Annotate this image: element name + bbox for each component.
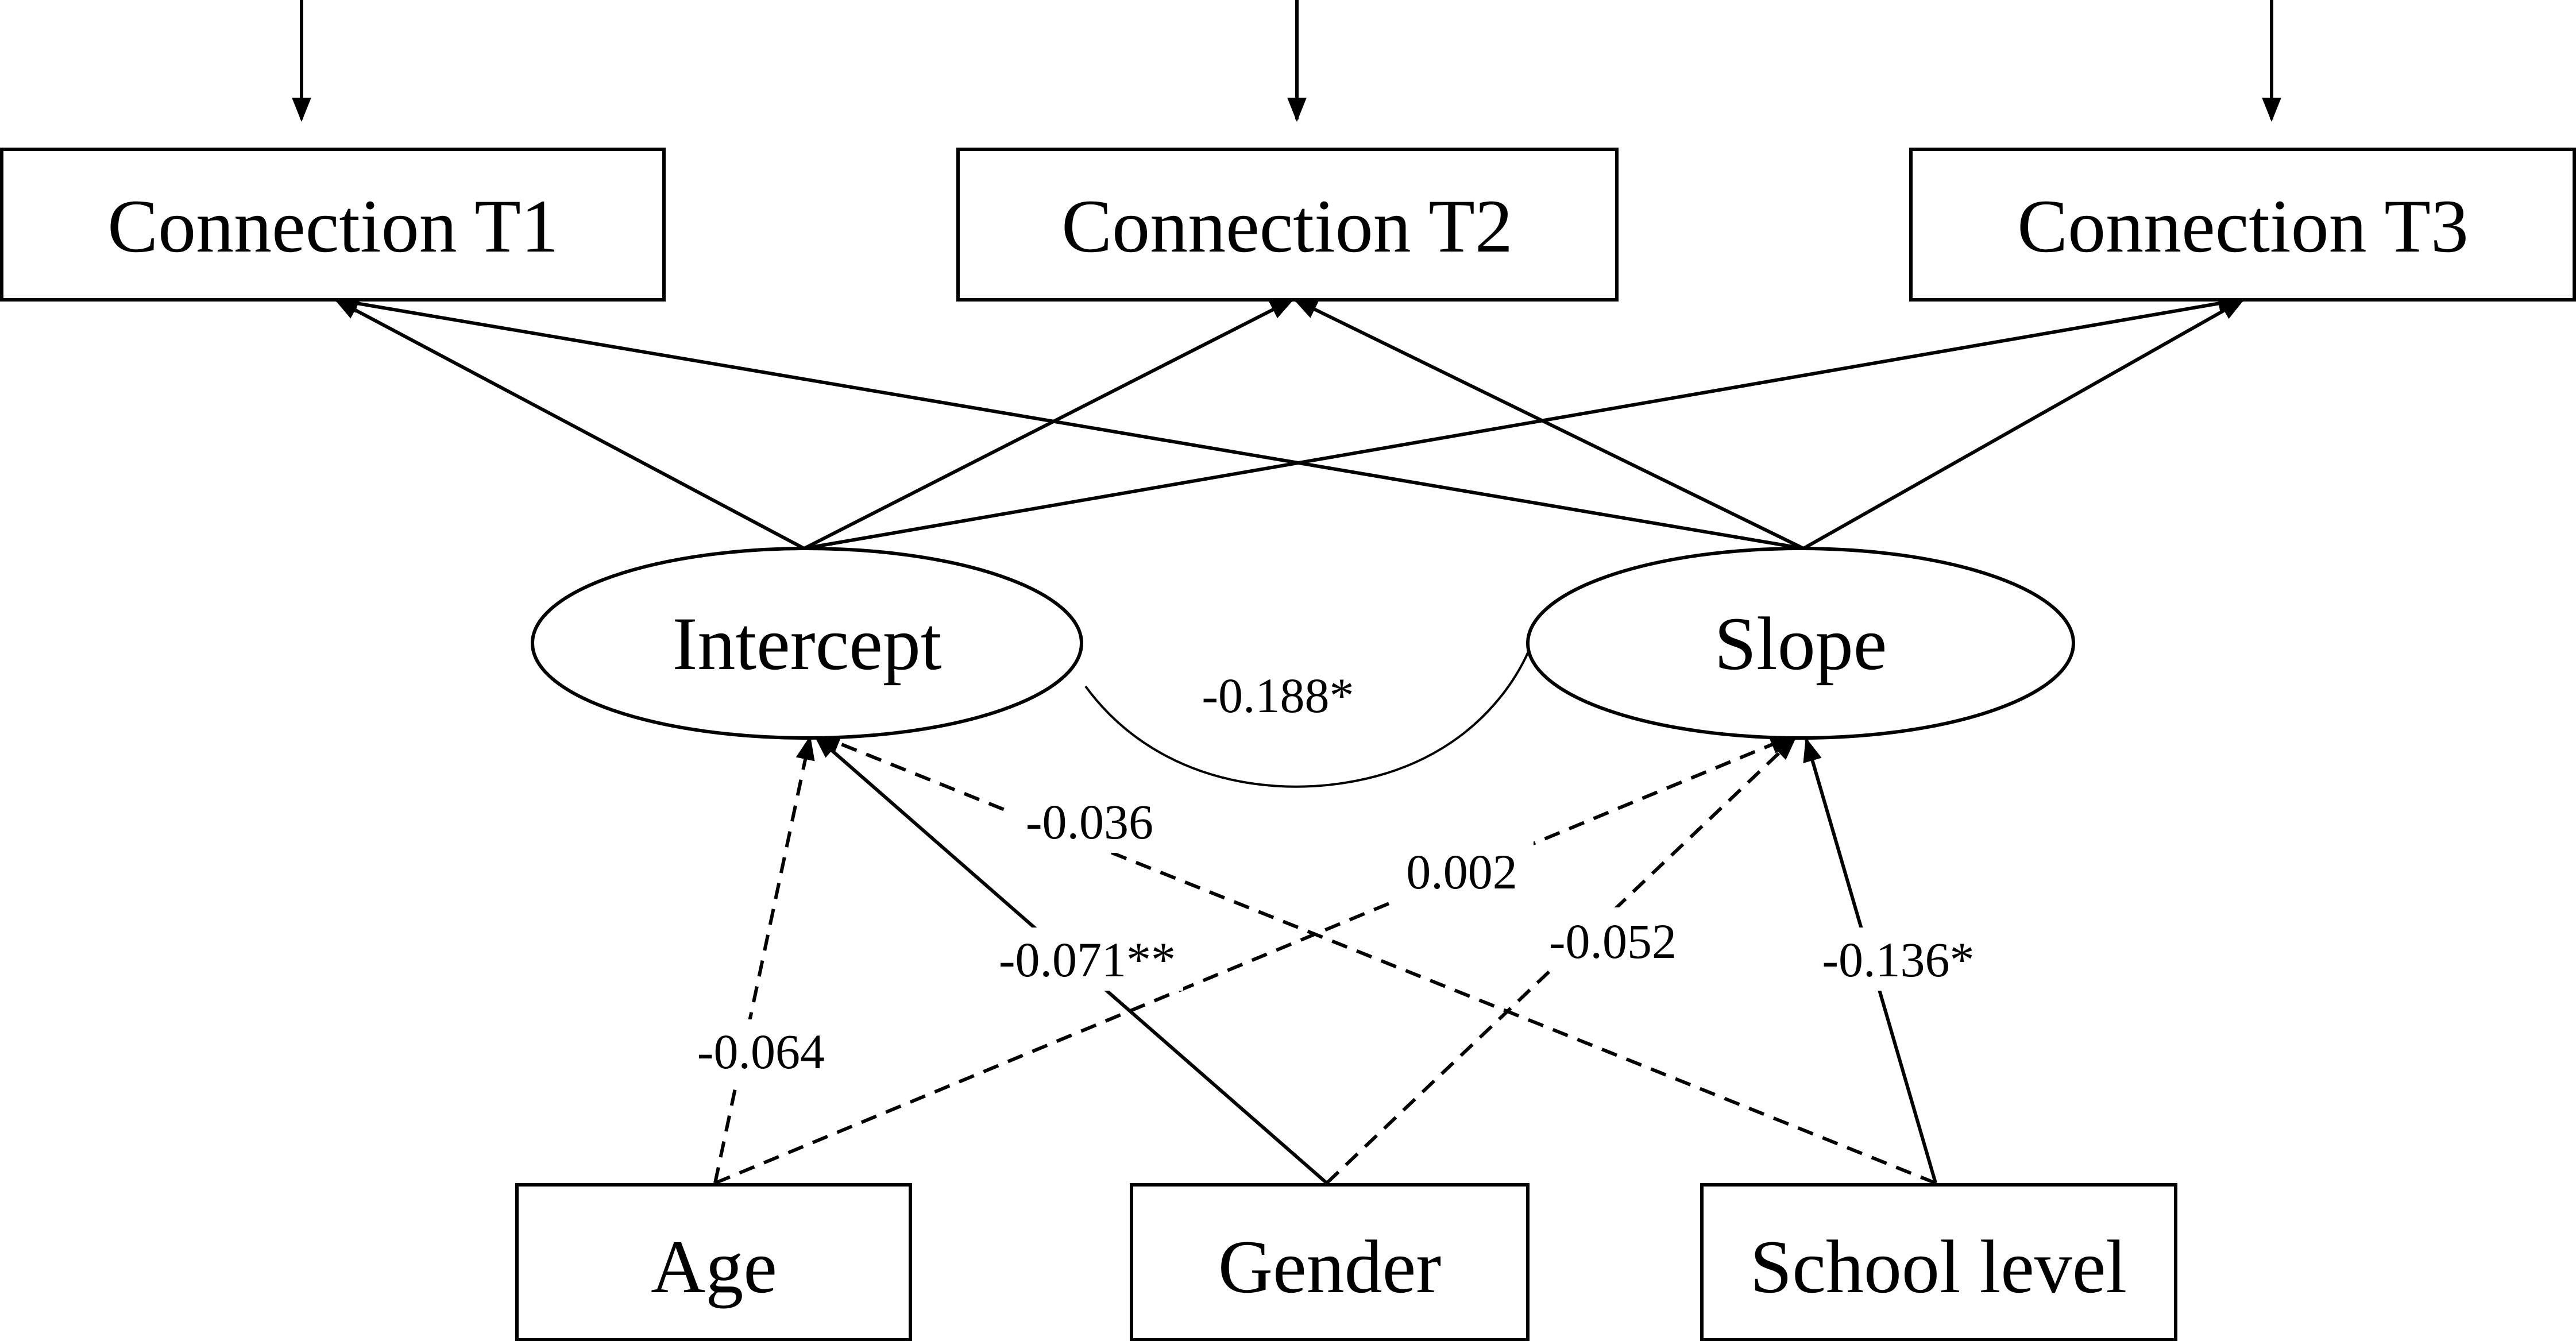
loading-slope-t2 [1293, 298, 1805, 550]
node-school-level-label: School level [1750, 1224, 2127, 1309]
coef-bg-age-intercept [682, 1019, 840, 1083]
node-connection-t2-label: Connection T2 [1061, 184, 1513, 268]
loading-intercept-t1 [334, 298, 805, 550]
node-school-level: School level [1700, 1183, 2177, 1341]
coef-bg-school-intercept [1011, 790, 1169, 853]
coef-gender-intercept: -0.071** [999, 932, 1176, 987]
loading-slope-t3 [1802, 298, 2245, 550]
node-intercept: Intercept [531, 547, 1083, 740]
coef-intercept-slope: -0.188* [1202, 668, 1354, 723]
coef-bg-gender-slope [1534, 907, 1691, 971]
coef-age-slope: 0.002 [1406, 844, 1517, 899]
node-connection-t3-label: Connection T3 [2017, 184, 2469, 268]
path-age-intercept [713, 735, 815, 1184]
node-slope-label: Slope [1714, 601, 1887, 686]
path-school-intercept [816, 733, 1937, 1185]
node-gender-label: Gender [1218, 1224, 1441, 1309]
node-age-label: Age [651, 1224, 777, 1309]
node-connection-t2: Connection T2 [956, 148, 1619, 302]
node-connection-t1: Connection T1 [0, 148, 666, 302]
coef-bg-intercept-slope [1188, 665, 1372, 728]
coef-school-intercept: -0.036 [1026, 794, 1153, 849]
node-slope: Slope [1526, 547, 2075, 740]
loading-slope-t1 [333, 293, 1804, 550]
node-connection-t3: Connection T3 [1909, 148, 2576, 302]
coef-gender-slope: -0.052 [1549, 914, 1677, 969]
coef-bg-age-slope [1390, 840, 1534, 903]
node-intercept-label: Intercept [672, 601, 941, 686]
covariance-arc [1084, 641, 1534, 788]
coef-school-slope: -0.136* [1822, 932, 1974, 987]
coef-bg-gender-intercept [988, 928, 1183, 991]
node-age: Age [515, 1183, 912, 1341]
loading-intercept-t3 [804, 293, 2243, 550]
node-gender: Gender [1130, 1183, 1530, 1341]
loading-intercept-t2 [803, 298, 1295, 550]
node-connection-t1-label: Connection T1 [107, 184, 559, 268]
coef-bg-school-slope [1818, 928, 1979, 991]
coef-age-intercept: -0.064 [697, 1024, 825, 1079]
path-age-slope [714, 735, 1794, 1185]
